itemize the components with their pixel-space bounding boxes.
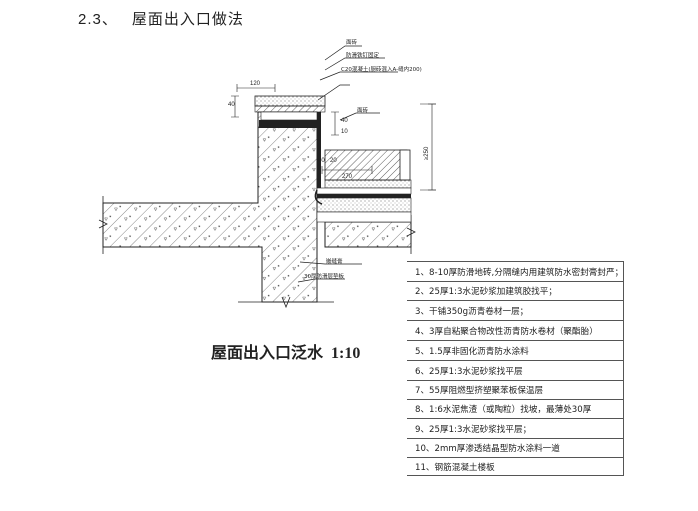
concrete-structure [102, 111, 412, 303]
section-heading: 2.3、屋面出入口做法 [78, 8, 244, 29]
annotation-bottom-2: 30厚防滑层垫板 [304, 272, 344, 280]
dim-120: 120 [250, 81, 261, 87]
spec-item-text: 5、1.5厚非固化沥青防水涂料 [407, 340, 625, 361]
spec-item-text: 2、25厚1:3水泥砂浆加建筑胶找平； [407, 281, 625, 301]
dim-10: 10 [341, 129, 348, 135]
annotation-top-3: C20混凝土(厨砖混入A-缝内200) [341, 65, 422, 73]
spec-item-text: 1、8-10厚防滑地砖,分隔缝内用建筑防水密封膏封严； [407, 261, 625, 282]
caption-scale: 1:10 [331, 345, 361, 362]
annotation-right-1: 面砖 [357, 106, 369, 114]
spec-item-text: 4、3厚自粘聚合物改性沥青防水卷材（聚酯胎） [407, 320, 625, 341]
spec-row: 6、25厚1:3水泥砂浆找平层 [407, 360, 625, 381]
spec-row: 1、8-10厚防滑地砖,分隔缝内用建筑防水密封膏封严； [407, 261, 625, 282]
section-number: 2.3、 [78, 11, 118, 28]
spec-item-text: 8、1:6水泥焦渣（或陶粒）找坡，最薄处30厚 [407, 399, 625, 419]
dim-270: 270 [342, 174, 353, 180]
spec-item-text: 9、25厚1:3水泥砂浆找平层； [407, 418, 625, 439]
spec-row: 10、2mm厚渗透结晶型防水涂料一道 [407, 438, 625, 458]
dim-40-right: 40 [341, 118, 348, 124]
dim-40-left: 40 [228, 102, 235, 108]
annotation-bottom-1: 嵌缝膏 [326, 257, 343, 265]
annotation-top-1: 面砖 [346, 38, 358, 46]
spec-row: 7、55厚阻燃型挤塑聚苯板保温层 [407, 380, 625, 400]
spec-row: 11、钢筋混凝土楼板 [407, 457, 625, 476]
spec-row: 9、25厚1:3水泥砂浆找平层； [407, 418, 625, 439]
specification-list: 1、8-10厚防滑地砖,分隔缝内用建筑防水密封膏封严；2、25厚1:3水泥砂浆加… [407, 261, 625, 476]
dimension-texts: 120 40 40 10 80 20 270 ≥250 [228, 81, 430, 180]
spec-item-text: 6、25厚1:3水泥砂浆找平层 [407, 360, 625, 381]
dim-20: 20 [330, 158, 337, 164]
spec-row: 5、1.5厚非固化沥青防水涂料 [407, 340, 625, 361]
dim-250: ≥250 [424, 146, 430, 160]
spec-item-text: 7、55厚阻燃型挤塑聚苯板保温层 [407, 380, 625, 400]
annotation-top-2: 防滑铁钉固定 [346, 51, 380, 59]
spec-row: 8、1:6水泥焦渣（或陶粒）找坡，最薄处30厚 [407, 399, 625, 419]
spec-item-text: 11、钢筋混凝土楼板 [407, 457, 625, 476]
spec-row: 3、干铺350g沥青卷材一层； [407, 300, 625, 321]
drawing-caption: 屋面出入口泛水 1:10 [211, 339, 360, 363]
annotation-leaders [297, 45, 398, 283]
spec-item-text: 3、干铺350g沥青卷材一层； [407, 300, 625, 321]
section-title: 屋面出入口做法 [131, 10, 244, 28]
spec-item-text: 10、2mm厚渗透结晶型防水涂料一道 [407, 438, 625, 458]
spec-row: 4、3厚自粘聚合物改性沥青防水卷材（聚酯胎） [407, 320, 625, 341]
spec-row: 2、25厚1:3水泥砂浆加建筑胶找平； [407, 281, 625, 301]
threshold-layers [254, 95, 326, 190]
dim-80: 80 [318, 158, 325, 164]
annotation-texts: 面砖 防滑铁钉固定 C20混凝土(厨砖混入A-缝内200) 面砖 嵌缝膏 30厚… [304, 38, 422, 280]
roof-buildup [314, 149, 412, 223]
dimension-lines [231, 84, 436, 191]
caption-title: 屋面出入口泛水 [211, 343, 324, 362]
